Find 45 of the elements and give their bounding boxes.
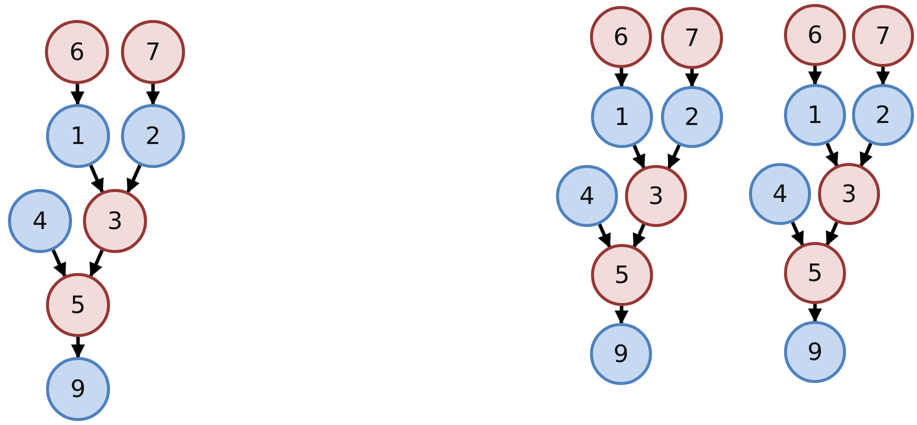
arrow <box>808 304 822 322</box>
node-number: 4 <box>772 180 788 208</box>
node-number: 1 <box>807 101 823 129</box>
node-number: 5 <box>614 261 630 289</box>
node-number: 2 <box>875 101 891 129</box>
arrow <box>598 224 612 248</box>
arrow <box>89 164 104 193</box>
node-number: 9 <box>807 338 823 366</box>
arrow <box>667 144 681 170</box>
node-number: 1 <box>614 103 630 131</box>
arrow <box>146 84 160 106</box>
node-number: 3 <box>648 182 664 210</box>
arrow <box>825 142 838 167</box>
arrow <box>632 224 646 248</box>
arrow <box>632 144 646 169</box>
arrow <box>876 67 890 86</box>
node-number: 9 <box>613 340 629 368</box>
node-number: 7 <box>145 38 161 66</box>
arrow <box>71 337 85 358</box>
arrow <box>790 222 804 246</box>
arrow <box>89 250 104 277</box>
node-number: 4 <box>579 182 595 210</box>
node-number: 6 <box>807 21 823 49</box>
node-number: 2 <box>145 122 161 150</box>
arrow <box>70 84 84 106</box>
node-number: 4 <box>32 207 48 235</box>
node-number: 3 <box>841 180 857 208</box>
arrow <box>126 164 142 194</box>
node-number: 9 <box>70 375 86 403</box>
arrow <box>860 142 873 167</box>
arrow <box>685 69 699 88</box>
arrow <box>614 68 628 88</box>
node-number: 6 <box>613 23 629 51</box>
arrow <box>808 66 822 86</box>
arrow <box>614 306 629 324</box>
node-number: 7 <box>684 24 700 52</box>
node-number: 5 <box>807 259 823 287</box>
node-number: 5 <box>70 291 86 319</box>
node-number: 1 <box>70 122 86 150</box>
arrow <box>826 222 839 246</box>
node-number: 7 <box>875 22 891 50</box>
node-number: 6 <box>69 38 85 66</box>
node-number: 3 <box>107 207 123 235</box>
node-number: 2 <box>684 103 700 131</box>
arrow <box>52 249 66 278</box>
